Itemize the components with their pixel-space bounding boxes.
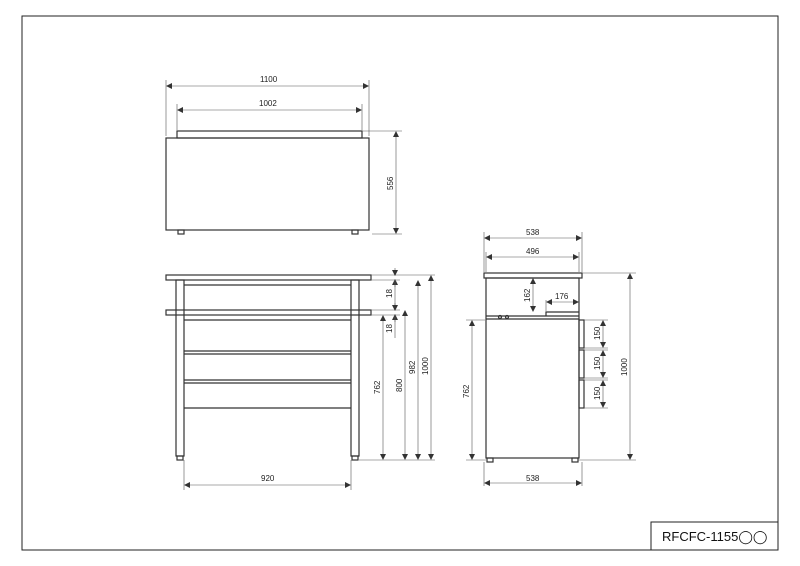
dim-side-inner-depth: 496: [526, 247, 540, 256]
front-view: 18 18 762 800 982 1000 920: [165, 268, 435, 490]
dim-side-overall-depth-top: 538: [526, 228, 540, 237]
dim-side-drawer-2: 150: [593, 356, 602, 370]
dim-side-recess-depth: 176: [555, 292, 569, 301]
dim-side-overall-height: 1000: [620, 358, 629, 376]
dim-side-drawer-1: 150: [593, 326, 602, 340]
dim-front-height-800: 800: [395, 378, 404, 392]
title-block: RFCFC-1155◯◯: [650, 521, 779, 551]
dim-front-leg-span: 920: [261, 474, 275, 483]
dim-plan-depth: 556: [386, 176, 395, 190]
dim-front-top-thickness: 18: [385, 289, 394, 298]
dim-side-recess-height: 162: [523, 288, 532, 302]
dim-front-height-982: 982: [408, 360, 417, 374]
drawing-number: RFCFC-1155◯◯: [662, 529, 767, 545]
side-view: 538 496 162 176 762 150 150 150: [462, 228, 636, 486]
dim-plan-inner-width: 1002: [259, 99, 277, 108]
dim-side-drawer-3: 150: [593, 386, 602, 400]
plan-view: 1100 1002 556: [165, 75, 402, 235]
dim-front-shelf-height: 762: [373, 380, 382, 394]
drawing-border: [21, 15, 779, 551]
dim-side-overall-depth-bottom: 538: [526, 474, 540, 483]
dim-plan-overall-width: 1100: [260, 75, 278, 84]
dim-side-shelf-height: 762: [462, 384, 471, 398]
dim-front-shelf-thickness: 18: [385, 324, 394, 333]
dim-front-overall-height: 1000: [421, 357, 430, 375]
